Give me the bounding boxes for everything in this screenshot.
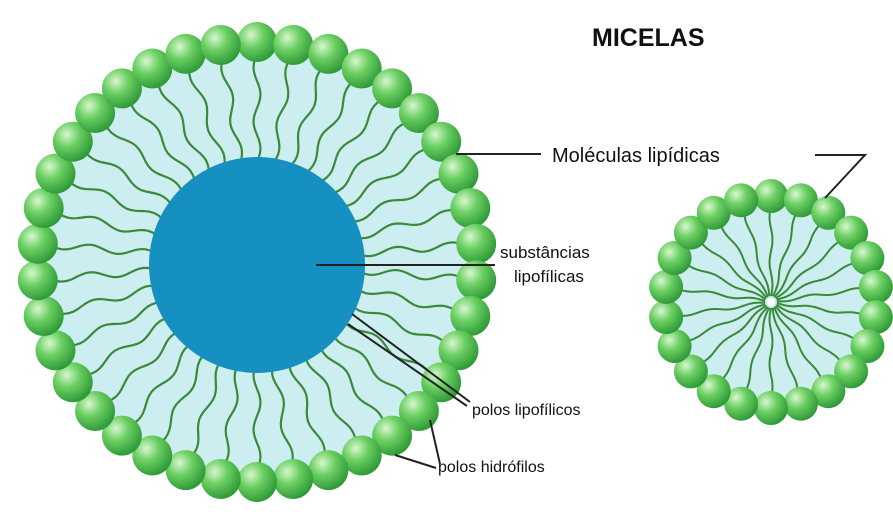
large-micelle-lipid-head [273, 459, 313, 499]
leader-hydrophilic-poles-b [395, 455, 436, 468]
large-micelle-lipid-head [24, 296, 64, 336]
large-micelle-lipid-head [201, 459, 241, 499]
large-micelle-lipid-head [439, 154, 479, 194]
leader-lipid-molecules-right [815, 155, 865, 198]
large-micelle-lipid-head [456, 224, 496, 264]
small-micelle-lipid-head [754, 391, 788, 425]
large-micelle-lipid-head [273, 25, 313, 65]
label-lipid-molecules: Moléculas lipídicas [552, 145, 720, 167]
large-micelle-lipid-head [18, 260, 58, 300]
small-micelle-lipid-head [754, 179, 788, 213]
label-lipophilic-poles: polos lipofílicos [472, 402, 581, 419]
small-micelle-center [767, 298, 775, 306]
large-micelle-lipid-head [18, 224, 58, 264]
large-micelle-lipid-head [24, 188, 64, 228]
large-micelle-lipid-head [201, 25, 241, 65]
small-micelle-lipid-head [850, 241, 884, 275]
large-micelle-lipid-head [450, 296, 490, 336]
large-micelle-lipid-head [308, 450, 348, 490]
large-micelle [18, 22, 496, 502]
label-lipophilic-substances-line2: lipofílicas [514, 267, 584, 286]
small-micelle-lipid-head [859, 300, 893, 334]
label-lipophilic-substances-line1: substâncias [500, 243, 590, 262]
label-hydrophilic-poles: polos hidrófilos [438, 459, 545, 476]
large-micelle-lipid-head [36, 330, 76, 370]
title: MICELAS [592, 24, 705, 52]
leader-hydrophilic-poles-a [430, 420, 440, 464]
small-micelle-lipid-head [658, 329, 692, 363]
large-micelle-lipid-head [237, 22, 277, 62]
small-micelle [649, 179, 893, 425]
large-micelle-lipid-head [456, 260, 496, 300]
small-micelle-lipid-head [649, 270, 683, 304]
large-micelle-lipid-head [237, 462, 277, 502]
small-micelle-lipid-head [724, 183, 758, 217]
large-micelle-lipid-head [166, 34, 206, 74]
small-micelle-lipid-head [649, 300, 683, 334]
large-micelle-lipid-head [450, 188, 490, 228]
small-micelle-lipid-head [784, 387, 818, 421]
small-micelle-lipid-head [859, 270, 893, 304]
